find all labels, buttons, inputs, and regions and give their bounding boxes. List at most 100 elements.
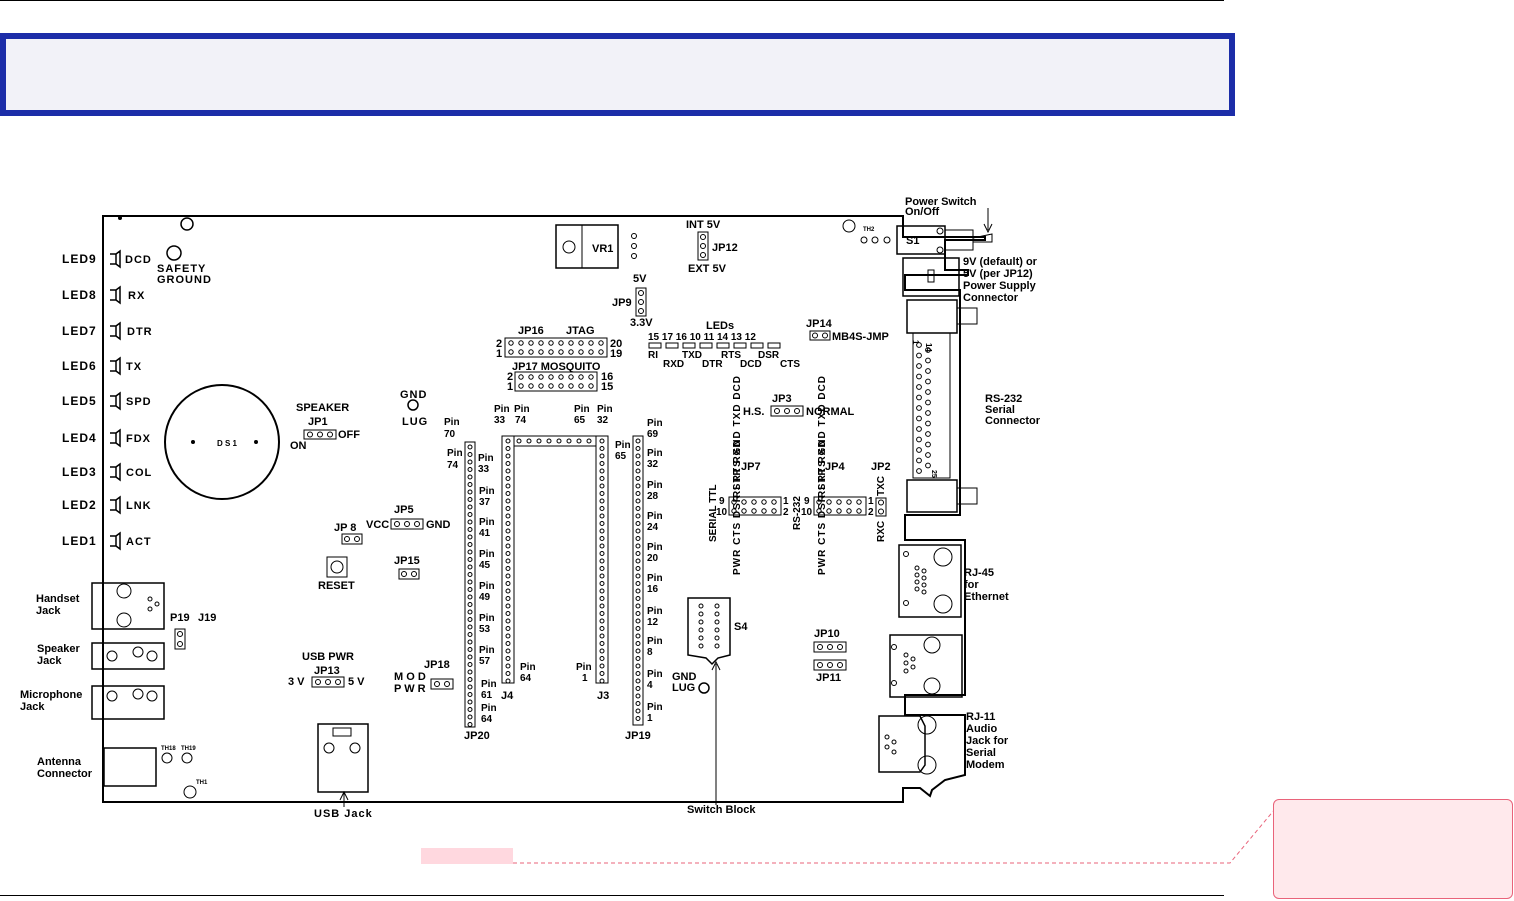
rj45-label: for (964, 579, 979, 591)
pin-dot (714, 603, 720, 609)
led-signal: SPD (126, 396, 152, 408)
pin-label: 8 (647, 647, 653, 658)
pin-dot (599, 618, 605, 624)
pwr-label: P W R (394, 683, 426, 695)
pin-dot (714, 635, 720, 641)
pin-label: 1 (582, 673, 588, 684)
pin-dot (467, 594, 473, 600)
pin-dot (599, 521, 605, 526)
pin-label: Pin (447, 448, 463, 459)
led-column: LED9 DCD LED8 RX LED7 DTR LED6 TX LED5 S… (62, 249, 152, 551)
pin-dot (467, 617, 473, 622)
pin-dot (548, 349, 554, 355)
psu-label: 5V (per JP12) (963, 268, 1033, 280)
pin-labels-top: Pin 33 Pin 74 Pin 65 Pin 32 Pin 64 Pin 1 (494, 404, 613, 684)
comment-box[interactable] (1273, 799, 1513, 899)
pin-dot (826, 499, 832, 505)
pin-dot (635, 618, 641, 624)
led-indicator (699, 342, 713, 349)
pin-dot (916, 415, 922, 422)
led-dcd: DCD (740, 359, 762, 370)
pin-label: 41 (479, 528, 491, 539)
pin-dot (925, 389, 931, 395)
jp12-label: JP12 (712, 242, 738, 254)
rj45-label: RJ-45 (964, 567, 994, 579)
pin-dot (588, 383, 594, 389)
pin-dot (761, 499, 767, 505)
pin-dot (635, 461, 641, 466)
pin-dot (508, 349, 514, 355)
pin-dot (467, 654, 473, 660)
jp9-5v-label: 5V (633, 273, 647, 285)
pin-dot (856, 508, 862, 514)
jp18-label: JP18 (424, 659, 450, 671)
pin-dot (505, 461, 511, 466)
rj45-label: Ethernet (964, 591, 1009, 603)
pin-dot (467, 557, 473, 562)
pin-label: Pin (647, 606, 663, 617)
pin-dot (856, 499, 862, 505)
pin-dot (598, 349, 604, 355)
gnd-label: GND (400, 389, 427, 401)
jp4-bottom-signals: PWR CTS DSR STR RXD (817, 439, 828, 575)
pin-dot (771, 508, 777, 514)
pin-label: Pin (647, 542, 663, 553)
pin-dot (599, 663, 605, 669)
rj11-label: Audio (966, 723, 997, 735)
pin-dot (505, 521, 511, 526)
jp4-top-signals: RI RTS GND TXD DCD (817, 375, 828, 498)
pin-label: Pin (520, 662, 536, 673)
led-id: LED3 (62, 465, 97, 479)
pin-dot (568, 340, 574, 346)
pin-number: 1 (868, 496, 874, 507)
pin-dot (467, 542, 473, 547)
j19-label: J19 (198, 612, 216, 624)
pin-dot (635, 656, 641, 661)
pin-dot (925, 378, 931, 385)
comment-text (1274, 800, 1512, 816)
pin-dot (505, 603, 511, 609)
pin-label: 65 (615, 451, 627, 462)
pin-label: 20 (647, 553, 659, 564)
pin-label: 53 (479, 624, 491, 635)
5v-label: 5 V (348, 676, 365, 688)
pin-dot (635, 521, 641, 526)
pin-dot (467, 624, 473, 630)
pin-dot (467, 474, 473, 480)
pin-dot (467, 452, 473, 457)
jp15-label: JP15 (394, 555, 420, 567)
rj45-pins (914, 565, 927, 595)
pin-dot (578, 374, 584, 380)
mic-jack-label: Microphone (20, 689, 82, 701)
th18-label: TH18 (161, 746, 176, 752)
led-signal: RX (128, 290, 145, 302)
pin-dot (599, 528, 605, 534)
pin-dot (467, 549, 473, 555)
led-indicator (767, 342, 781, 349)
speaker-jack-label: Jack (37, 655, 62, 667)
pin-dot (635, 491, 641, 496)
led-id: LED9 (62, 252, 97, 266)
pin-label: 33 (494, 415, 506, 426)
pin-number: 1 (496, 348, 502, 360)
pin-label: 37 (479, 497, 491, 508)
jp8-label: JP 8 (334, 522, 356, 534)
pin-dot (635, 476, 641, 481)
pin-dot (635, 708, 641, 714)
pin-dot (925, 368, 931, 374)
rs232-pins (916, 342, 931, 474)
pin-dot (598, 340, 604, 346)
pin-number: 2 (868, 507, 874, 518)
pin-label: Pin (647, 702, 663, 713)
usb-jack-label: USB Jack (314, 808, 373, 820)
led-indicator (682, 342, 696, 349)
jp1-label: JP1 (308, 416, 328, 428)
pin-dot (599, 483, 605, 489)
comment-highlight[interactable] (421, 848, 513, 864)
pin-dot (635, 453, 641, 459)
led-rxd: RXD (663, 359, 684, 370)
pin-dot (599, 678, 605, 684)
pin-dot (599, 446, 605, 451)
jp2-rxc: RXC (876, 521, 887, 542)
pin-dot (698, 611, 704, 617)
